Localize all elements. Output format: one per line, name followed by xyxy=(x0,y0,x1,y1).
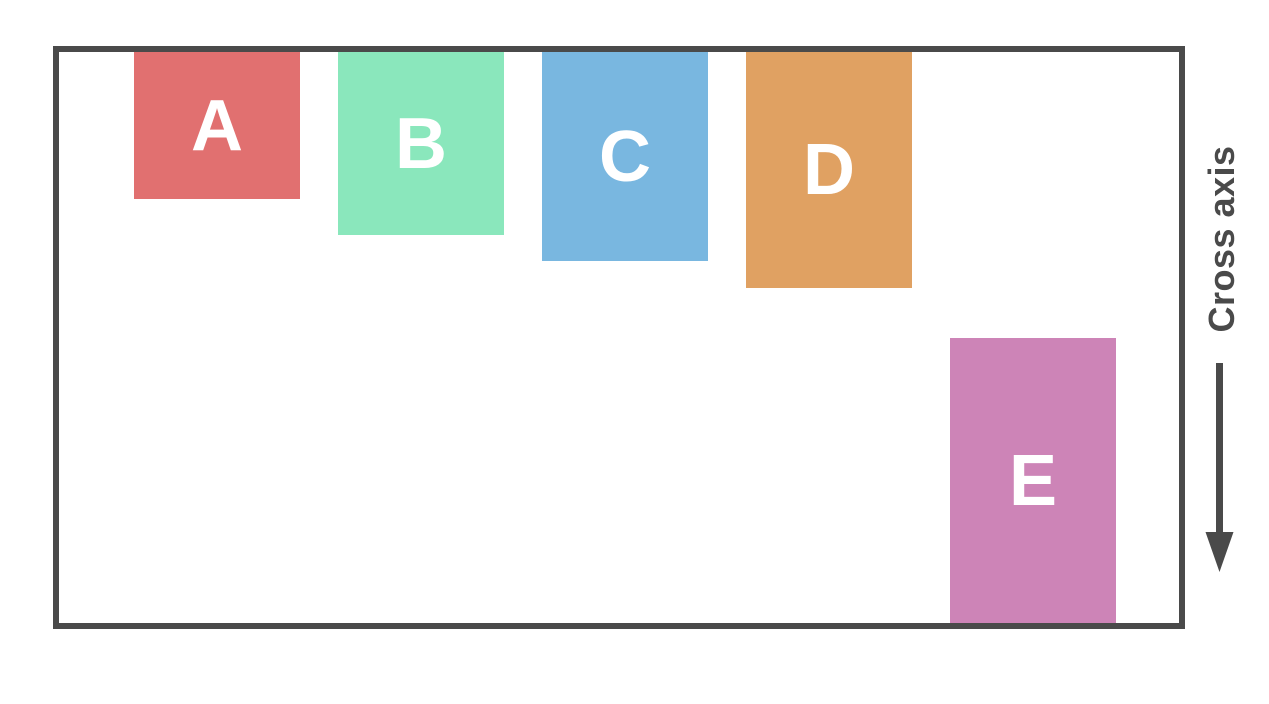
flex-item-d-label: D xyxy=(803,130,855,210)
cross-axis-down-arrow-icon xyxy=(1205,363,1234,572)
flex-item-e: E xyxy=(950,338,1116,623)
flex-item-c-label: C xyxy=(599,116,651,197)
flex-item-b-label: B xyxy=(395,103,447,184)
flex-item-d: D xyxy=(746,52,912,288)
flex-item-c: C xyxy=(542,52,708,261)
flex-item-b: B xyxy=(338,52,504,235)
flex-item-a-label: A xyxy=(191,85,243,166)
flex-container-box: A B C D E xyxy=(53,46,1185,629)
flex-item-e-label: E xyxy=(1008,440,1058,521)
cross-axis-label: Cross axis xyxy=(1201,145,1242,333)
flex-item-a: A xyxy=(134,52,300,199)
